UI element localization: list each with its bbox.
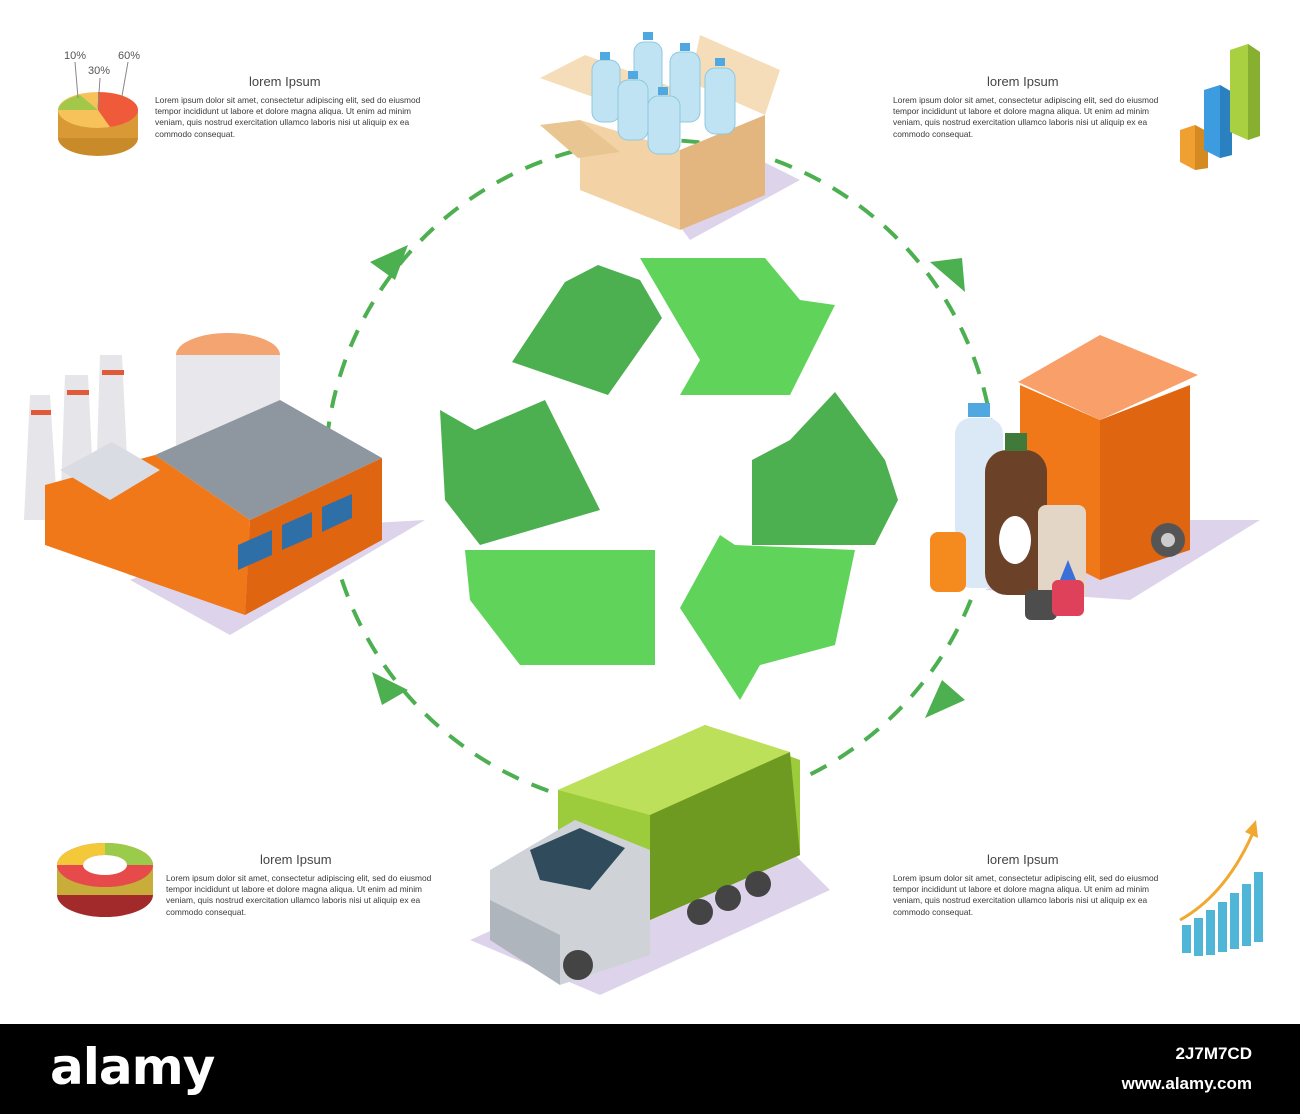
waste-bin-icon: [930, 335, 1260, 620]
donut-chart-icon: [57, 843, 153, 917]
text-panel-top-right: lorem Ipsum Lorem ipsum dolor sit amet, …: [893, 74, 1168, 140]
infographic-canvas: 10% 30% 60% lorem Ipsum Lorem ipsum dolo…: [24, 32, 1263, 995]
footer-url: www.alamy.com: [1121, 1074, 1252, 1093]
recycling-cycle-diagram: [24, 32, 1263, 995]
bottles-box-icon: [540, 32, 800, 240]
pie-label-60: 60%: [118, 50, 141, 62]
panel-body: Lorem ipsum dolor sit amet, consectetur …: [166, 873, 432, 917]
panel-body: Lorem ipsum dolor sit amet, consectetur …: [893, 95, 1159, 139]
bar-chart-icon: [1180, 44, 1260, 170]
panel-body: Lorem ipsum dolor sit amet, consectetur …: [893, 873, 1159, 917]
panel-title: lorem Ipsum: [987, 74, 1059, 89]
panel-title: lorem Ipsum: [249, 74, 321, 89]
pie-label-10: 10%: [64, 50, 87, 62]
text-panel-top-left: lorem Ipsum Lorem ipsum dolor sit amet, …: [155, 74, 430, 140]
cycle-arrow-heads: [370, 245, 965, 718]
stock-footer-bar: alamy 2J7M7CD www.alamy.com: [0, 1024, 1300, 1114]
recycle-icon: [440, 258, 898, 700]
panel-title: lorem Ipsum: [260, 852, 332, 867]
image-id: 2J7M7CD: [1175, 1044, 1252, 1063]
panel-body: Lorem ipsum dolor sit amet, consectetur …: [155, 95, 421, 139]
text-panel-bottom-right: lorem Ipsum Lorem ipsum dolor sit amet, …: [893, 852, 1168, 918]
panel-title: lorem Ipsum: [987, 852, 1059, 867]
pie-label-30: 30%: [88, 65, 111, 77]
pie-chart-icon: [58, 61, 138, 156]
garbage-truck-icon: [470, 725, 830, 995]
cycle-dashed-ring: [323, 138, 997, 812]
alamy-logo: alamy: [50, 1038, 215, 1096]
factory-icon: [24, 333, 425, 635]
growth-chart-icon: [1179, 820, 1263, 956]
text-panel-bottom-left: lorem Ipsum Lorem ipsum dolor sit amet, …: [166, 852, 441, 918]
